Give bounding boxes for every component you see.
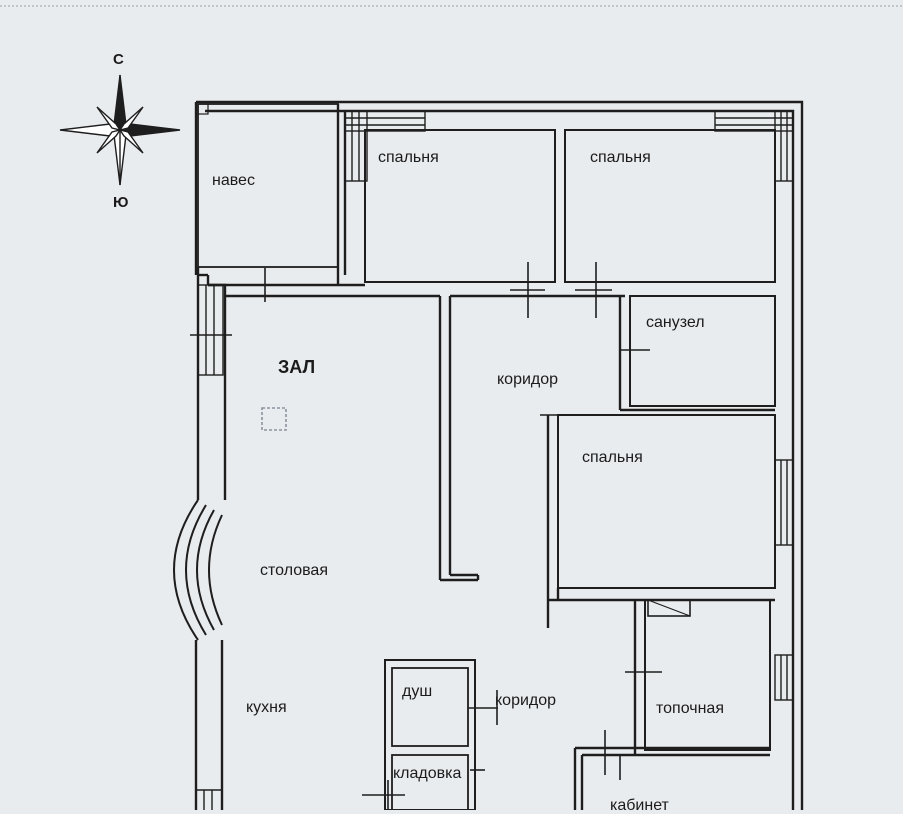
windows — [196, 110, 794, 810]
compass-south-label: Ю — [113, 194, 129, 211]
room-label-corridor-2: коридор — [495, 692, 557, 709]
room-label-bedroom-1: спальня — [378, 149, 439, 166]
room-label-dining: столовая — [260, 562, 328, 579]
compass-north-label: С — [113, 51, 124, 68]
room-label-shower: душ — [402, 683, 433, 700]
room-label-kitchen: кухня — [246, 699, 287, 716]
room-label-bedroom-3: спальня — [582, 449, 643, 466]
room-label-office: кабинет — [610, 797, 669, 814]
room-label-bathroom: санузел — [646, 314, 705, 331]
room-label-hall: ЗАЛ — [278, 357, 316, 377]
room-label-pantry: кладовка — [393, 765, 462, 782]
hall-marker — [261, 407, 287, 431]
doors — [190, 262, 662, 810]
room-label-corridor-1: коридор — [497, 371, 559, 388]
room-label-bedroom-2: спальня — [590, 149, 651, 166]
compass-rose-icon — [59, 74, 181, 186]
room-label-boiler-room: топочная — [656, 700, 724, 717]
room-label-canopy: навес — [212, 172, 255, 189]
bay-window — [173, 499, 223, 641]
